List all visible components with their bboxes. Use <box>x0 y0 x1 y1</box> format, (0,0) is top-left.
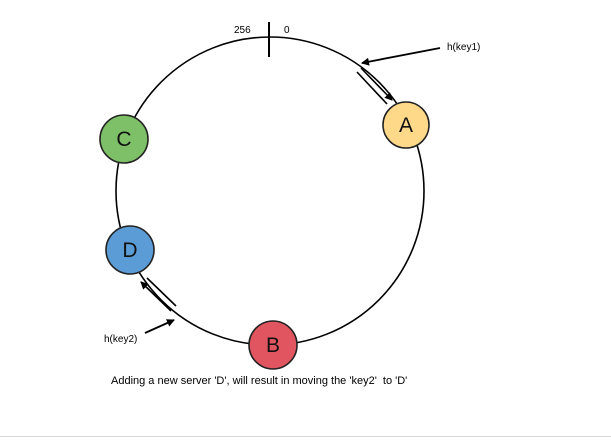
key1-label: h(key1) <box>447 42 480 53</box>
server-node-a: A <box>382 101 430 149</box>
server-node-b-circle <box>248 320 298 370</box>
server-node-b: B <box>248 320 298 370</box>
diagram-caption: Adding a new server 'D', will result in … <box>111 375 407 387</box>
key1-pointer-arrow <box>361 47 441 66</box>
server-node-d-circle <box>105 225 155 275</box>
server-node-c: C <box>99 114 149 164</box>
key2-to-d-line-outer <box>146 277 177 307</box>
key2-to-d-line-inner <box>140 281 172 312</box>
server-node-d: D <box>105 225 155 275</box>
key2-label: h(key2) <box>104 334 137 345</box>
server-node-a-label: A <box>399 114 413 137</box>
key2-pointer-arrow <box>144 319 175 334</box>
hash-ring <box>115 36 425 346</box>
server-node-d-label: D <box>122 239 137 262</box>
ring-label-max: 256 <box>234 25 251 36</box>
key1-to-a-line-inner <box>360 67 393 101</box>
server-node-c-circle <box>99 114 149 164</box>
server-node-a-circle <box>382 101 430 149</box>
key1-to-a-line-outer <box>356 71 388 105</box>
server-node-b-label: B <box>266 334 280 357</box>
server-node-c-label: C <box>116 128 131 151</box>
bottom-divider <box>0 436 611 437</box>
ring-label-zero: 0 <box>284 25 290 36</box>
